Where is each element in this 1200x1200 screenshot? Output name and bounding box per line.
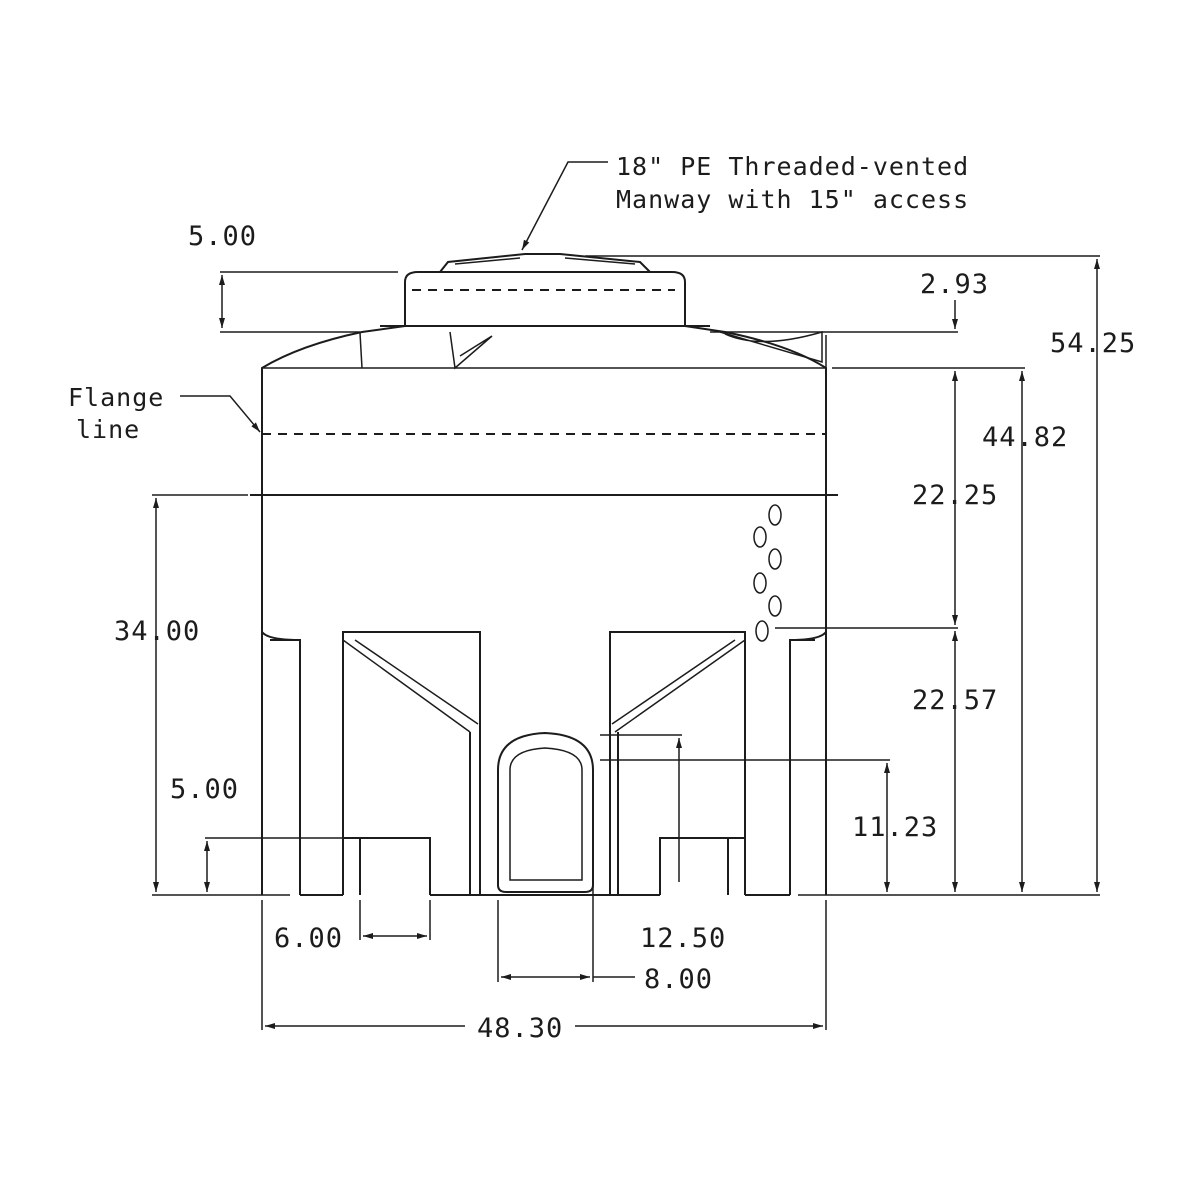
forklift-cutout-left: [342, 837, 431, 895]
manway-lid: [439, 253, 651, 273]
tank-shoulder: [261, 325, 406, 495]
dim-stand-height: 34.00: [114, 616, 200, 647]
dim-cutout-height: 5.00: [170, 774, 239, 805]
dim-upper-fitting: 22.25: [912, 480, 998, 511]
dim-shoulder-height: 2.93: [920, 269, 989, 300]
labels: 18" PE Threaded-vented Manway with 15" a…: [68, 152, 1136, 1044]
dim-overall-height: 54.25: [1050, 328, 1136, 359]
stand-left: [261, 495, 301, 895]
dimension-lines: [152, 161, 1100, 1030]
dim-outlet-height: 11.23: [852, 812, 938, 843]
manway-neck: [404, 271, 686, 326]
forklift-cutout-right: [659, 837, 746, 895]
dim-outlet-width: 8.00: [644, 964, 713, 995]
flange-note-line1: Flange: [68, 383, 164, 412]
tank-outline: [250, 253, 838, 896]
stand-right: [789, 495, 827, 895]
dim-outlet-top: 12.50: [640, 923, 726, 954]
dim-lower-fitting: 22.57: [912, 685, 998, 716]
manway-note-line1: 18" PE Threaded-vented: [616, 152, 969, 181]
manway-note-line2: Manway with 15" access: [616, 185, 969, 214]
dim-fitting-height: 44.82: [982, 422, 1068, 453]
fitting-ovals: [753, 504, 782, 642]
flange-note-line2: line: [76, 415, 140, 444]
dim-manway-height: 5.00: [188, 221, 257, 252]
dim-overall-width: 48.30: [477, 1013, 563, 1044]
outlet-opening: [497, 731, 594, 893]
dim-cutout-width: 6.00: [274, 923, 343, 954]
